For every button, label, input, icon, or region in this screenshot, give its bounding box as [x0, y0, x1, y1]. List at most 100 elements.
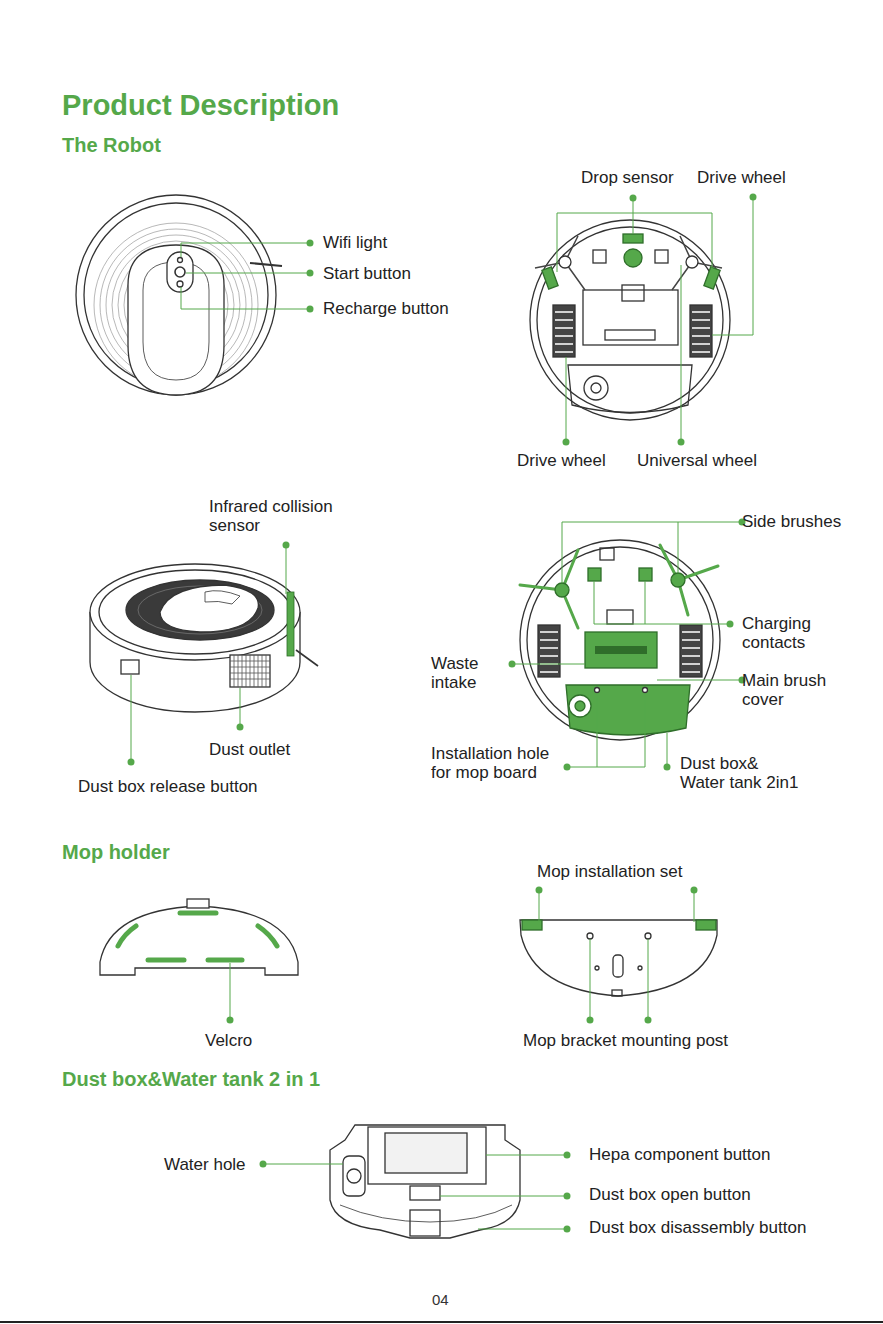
- robot-bottom-parts-view: [607, 610, 633, 624]
- robot-top-view: [178, 258, 183, 263]
- leader-line: [181, 243, 310, 309]
- leader-line: [667, 733, 668, 767]
- robot-perspective-view: [234, 655, 266, 687]
- mop-holder-top: [180, 911, 216, 916]
- callout-label: Water hole: [164, 1155, 246, 1174]
- leader-line: [567, 693, 645, 767]
- mop-holder-bottom: [696, 920, 716, 930]
- leader-dot: [630, 195, 637, 202]
- callout-label: Installation hole for mop board: [431, 744, 566, 782]
- robot-bottom-parts-view: [520, 540, 720, 740]
- robot-top-view: [128, 245, 224, 395]
- leader-line: [240, 688, 241, 727]
- robot-bottom-parts-view: [660, 545, 718, 615]
- mop-holder-top: [208, 958, 242, 963]
- leader-line: [230, 963, 231, 1020]
- robot-bottom-view: [535, 236, 722, 290]
- leader-line: [263, 1164, 343, 1165]
- robot-bottom-view: [583, 290, 678, 345]
- callout-label: Dust box& Water tank 2in1: [680, 754, 802, 792]
- robot-perspective-view: [121, 660, 139, 674]
- robot-bottom-parts-view: [538, 625, 560, 677]
- mop-holder-top: [148, 958, 184, 963]
- mop-holder-bottom: [645, 933, 651, 939]
- mop-holder-top: [187, 899, 209, 908]
- leader-dot: [260, 1161, 267, 1168]
- leader-dot: [691, 887, 698, 894]
- callout-label: Drive wheel: [517, 451, 606, 470]
- mop-holder-bottom: [520, 920, 717, 996]
- robot-bottom-parts-view: [569, 695, 591, 717]
- robot-perspective-view: [230, 661, 270, 679]
- leader-dot: [307, 270, 314, 277]
- robot-bottom-view: [623, 234, 643, 243]
- mop-holder-bottom: [613, 955, 623, 977]
- robot-perspective-view: [287, 592, 294, 656]
- robot-bottom-parts-view: [671, 573, 685, 587]
- robot-bottom-view: [537, 227, 723, 413]
- leader-line: [263, 1155, 567, 1229]
- robot-bottom-view: [530, 220, 730, 420]
- callout-label: Side brushes: [742, 512, 841, 531]
- callout-label: Universal wheel: [637, 451, 757, 470]
- robot-perspective-view: [296, 650, 318, 666]
- leader-dot: [536, 887, 543, 894]
- robot-perspective-view: [90, 564, 318, 712]
- robot-top-view: [167, 252, 193, 292]
- robot-perspective-view: [205, 591, 240, 604]
- leader-line: [557, 197, 753, 442]
- callout-label: Mop installation set: [537, 862, 683, 881]
- leader-line: [230, 890, 694, 1020]
- robot-perspective-view: [126, 580, 274, 640]
- leader-line: [678, 522, 679, 573]
- leader-dot: [727, 621, 734, 628]
- robot-bottom-view: [591, 383, 601, 393]
- robot-bottom-parts-view: [540, 632, 558, 672]
- robot-bottom-parts-view: [540, 632, 700, 672]
- leader-line: [594, 581, 730, 624]
- robot-perspective-view: [138, 586, 262, 634]
- robot-bottom-parts-view: [600, 548, 614, 560]
- leader-line: [657, 680, 742, 681]
- leader-dot: [128, 759, 135, 766]
- callout-label: Waste intake: [431, 654, 493, 692]
- leader-dot: [645, 1017, 652, 1024]
- leader-dot: [509, 661, 516, 668]
- leader-dot: [564, 1152, 571, 1159]
- mop-holder-bottom: [612, 990, 622, 996]
- leader-line: [512, 664, 585, 665]
- callout-label: Mop bracket mounting post: [523, 1031, 728, 1050]
- leader-line: [181, 243, 310, 257]
- robot-bottom-view: [584, 376, 608, 400]
- robot-bottom-view: [605, 330, 655, 340]
- dust-box-water-tank: [343, 1156, 365, 1196]
- robot-bottom-view: [672, 236, 722, 290]
- robot-top-view: [175, 267, 185, 277]
- dust-box-water-tank: [340, 1205, 512, 1222]
- leader-dot: [307, 240, 314, 247]
- mop-holder-top: [258, 926, 277, 946]
- leader-line: [186, 273, 310, 274]
- robot-bottom-view: [555, 312, 573, 352]
- leader-dot: [237, 724, 244, 731]
- mop-holder-bottom: [520, 920, 717, 996]
- leader-dot: [750, 194, 757, 201]
- leader-line: [131, 675, 132, 762]
- leader-line: [486, 1155, 567, 1156]
- robot-bottom-parts-view: [520, 545, 718, 628]
- leader-line: [557, 213, 712, 272]
- robot-bottom-view: [624, 249, 642, 267]
- leader-dot: [563, 439, 570, 446]
- mop-holder-bottom: [595, 966, 599, 970]
- robot-perspective-view: [230, 655, 270, 687]
- dust-box-water-tank: [347, 1169, 361, 1183]
- leader-line: [590, 939, 591, 1020]
- dust-box-water-tank: [385, 1133, 467, 1173]
- mop-holder-top: [100, 899, 298, 975]
- callout-label: Velcro: [205, 1031, 252, 1050]
- callout-label: Dust box open button: [589, 1185, 751, 1204]
- dust-box-water-tank: [368, 1127, 486, 1184]
- leader-dot: [283, 542, 290, 549]
- robot-bottom-view: [559, 256, 571, 268]
- callout-label: Drop sensor: [581, 168, 674, 187]
